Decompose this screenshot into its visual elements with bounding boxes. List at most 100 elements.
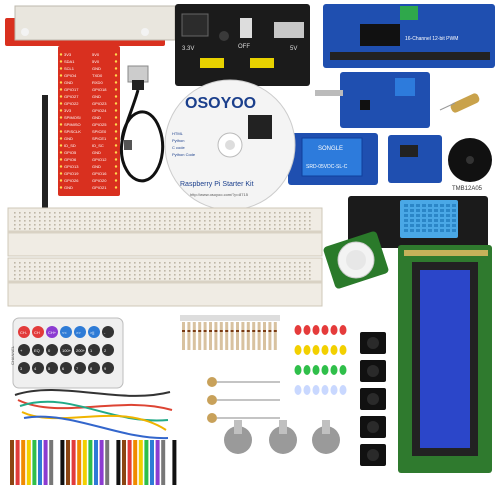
cobbler-pin xyxy=(114,151,118,154)
breadboard-hole xyxy=(99,228,101,230)
breadboard-hole xyxy=(244,224,246,226)
remote-button-label: 3 xyxy=(20,366,23,371)
breadboard-hole xyxy=(194,224,196,226)
breadboard-hole xyxy=(274,228,276,230)
resistor-band xyxy=(241,330,245,332)
breadboard-hole xyxy=(304,224,306,226)
cobbler-pin-label: SPICE1 xyxy=(92,136,107,141)
breadboard-hole xyxy=(274,266,276,268)
breadboard-hole xyxy=(214,216,216,218)
breadboard-hole xyxy=(144,220,146,222)
ribbon-wire xyxy=(32,440,37,485)
breadboard-hole xyxy=(259,274,261,276)
breadboard-hole xyxy=(269,274,271,276)
breadboard-hole xyxy=(264,278,266,280)
breadboard-hole xyxy=(114,270,116,272)
remote-button-label: + xyxy=(20,348,23,353)
remote-button xyxy=(60,344,72,356)
breadboard-hole xyxy=(89,270,91,272)
breadboard-hole xyxy=(164,212,166,214)
dht-vent xyxy=(416,204,420,207)
ribbon-wire xyxy=(94,440,98,485)
remote-button-label: >|| xyxy=(90,330,94,335)
dht-vent xyxy=(416,229,420,232)
breadboard-hole xyxy=(194,228,196,230)
breadboard-hole xyxy=(124,278,126,280)
dht-vent xyxy=(440,214,444,217)
dht-vent xyxy=(422,204,426,207)
breadboard-hole xyxy=(114,266,116,268)
breadboard-hole xyxy=(254,266,256,268)
remote-button-label: 7 xyxy=(76,366,79,371)
breadboard-hole xyxy=(309,262,311,264)
breadboard-hole xyxy=(204,212,206,214)
breadboard-hole xyxy=(89,262,91,264)
breadboard-hole xyxy=(249,224,251,226)
remote-button-label: 4 xyxy=(34,366,37,371)
breadboard-hole xyxy=(169,278,171,280)
breadboard-hole xyxy=(174,274,176,276)
breadboard-hole xyxy=(249,278,251,280)
breadboard-hole xyxy=(119,212,121,214)
breadboard-hole xyxy=(99,220,101,222)
breadboard-hole xyxy=(219,266,221,268)
breadboard-hole xyxy=(44,278,46,280)
breadboard-hole xyxy=(169,270,171,272)
breadboard-hole xyxy=(119,228,121,230)
breadboard-hole xyxy=(144,216,146,218)
dht-vent xyxy=(452,209,456,212)
breadboard-hole xyxy=(199,212,201,214)
breadboard-hole xyxy=(134,266,136,268)
breadboard-hole xyxy=(204,220,206,222)
breadboard-hole xyxy=(64,262,66,264)
breadboard-hole xyxy=(219,262,221,264)
breadboard-hole xyxy=(59,266,61,268)
cobbler-pin-label: GPIO17 xyxy=(64,87,79,92)
cobbler-pin xyxy=(59,144,63,147)
breadboard-hole xyxy=(129,278,131,280)
lcd1602-display xyxy=(398,245,492,473)
breadboard-hole xyxy=(234,278,236,280)
led xyxy=(312,345,320,355)
breadboard-hole xyxy=(159,216,161,218)
breadboard-hole xyxy=(34,278,36,280)
breadboard-hole xyxy=(289,220,291,222)
breadboard-hole xyxy=(294,212,296,214)
breadboard-hole xyxy=(104,278,106,280)
breadboard-hole xyxy=(294,216,296,218)
dht-vent xyxy=(452,224,456,227)
cobbler-pin xyxy=(59,95,63,98)
breadboard-hole xyxy=(269,224,271,226)
breadboard-hole xyxy=(304,262,306,264)
breadboard-hole xyxy=(229,224,231,226)
breadboard-hole xyxy=(234,262,236,264)
breadboard-hole xyxy=(239,274,241,276)
remote-button xyxy=(18,362,30,374)
remote-button-label: 9 xyxy=(104,366,107,371)
breadboard-hole xyxy=(129,224,131,226)
led xyxy=(294,325,302,335)
breadboard-hole xyxy=(294,266,296,268)
breadboard-hole xyxy=(164,228,166,230)
resistor-band xyxy=(203,330,207,332)
breadboard-hole xyxy=(209,220,211,222)
cobbler-pin xyxy=(114,130,118,133)
breadboard-hole xyxy=(54,274,56,276)
led xyxy=(321,385,329,395)
resistor xyxy=(268,322,272,350)
breadboard-hole xyxy=(64,278,66,280)
breadboard-hole xyxy=(269,212,271,214)
breadboard-hole xyxy=(64,270,66,272)
breadboard-hole xyxy=(309,220,311,222)
pushbutton-cap xyxy=(367,337,379,349)
breadboard-hole xyxy=(189,274,191,276)
remote-button-label: EQ xyxy=(34,348,40,353)
remote-button xyxy=(32,326,44,338)
breadboard-hole xyxy=(89,216,91,218)
breadboard-hole xyxy=(229,278,231,280)
breadboard-hole xyxy=(109,274,111,276)
breadboard-hole xyxy=(119,262,121,264)
breadboard-hole xyxy=(254,270,256,272)
breadboard-hole xyxy=(254,262,256,264)
